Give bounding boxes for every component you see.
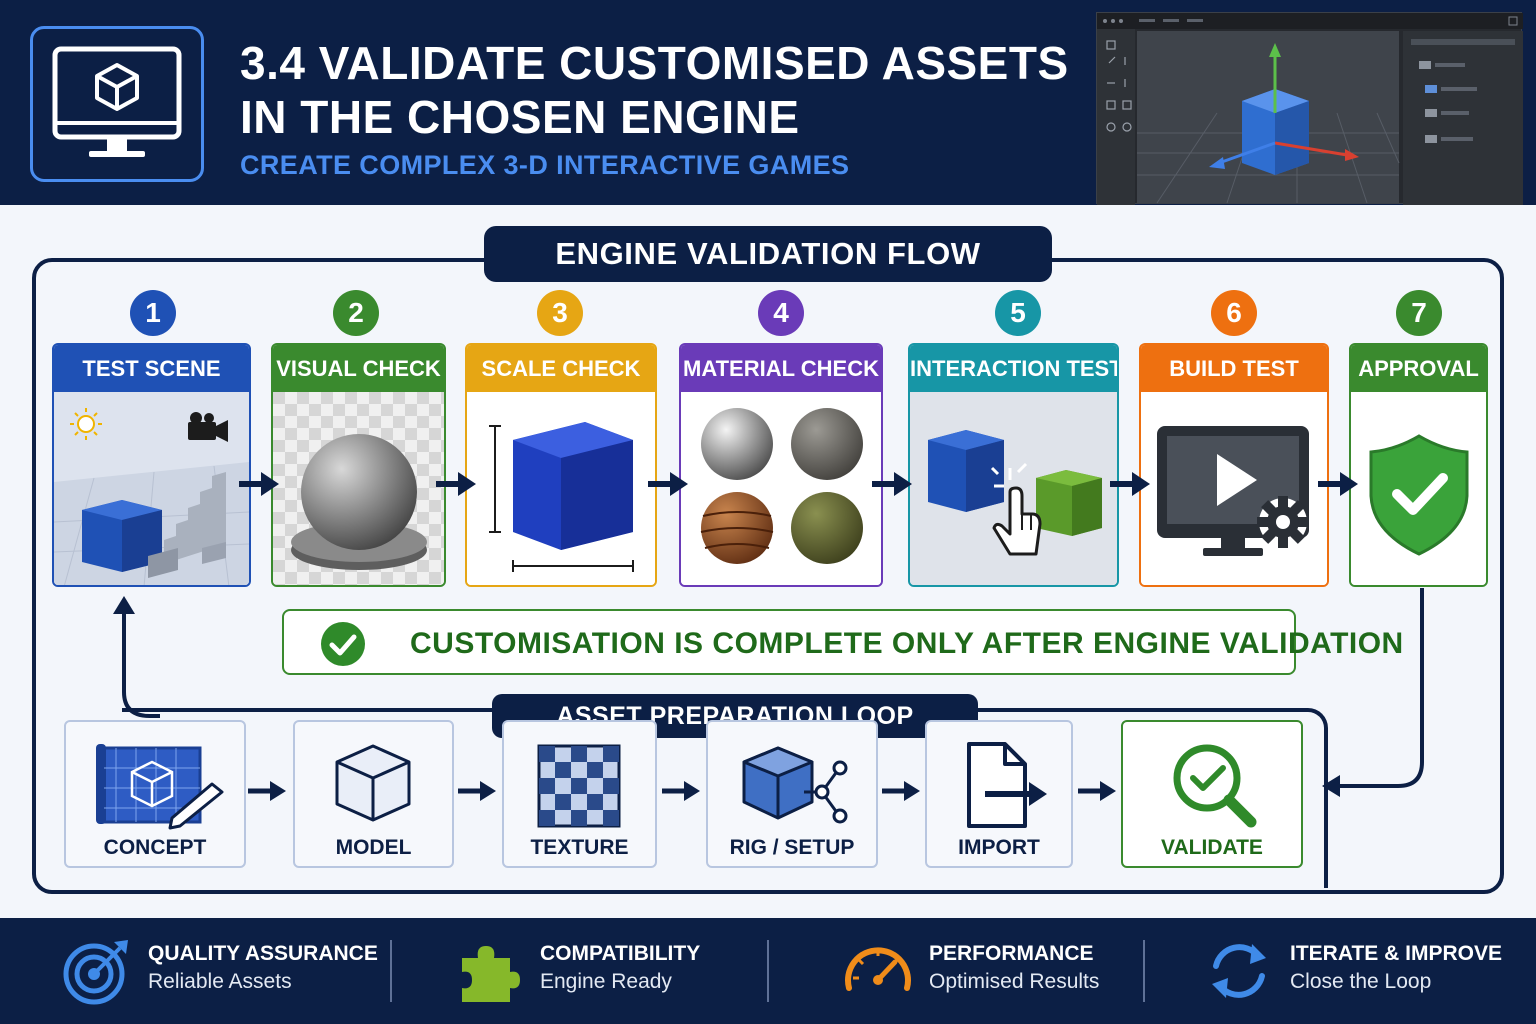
step-label: BUILD TEST xyxy=(1141,345,1327,392)
loop-item-label: CONCEPT xyxy=(103,836,207,859)
check-circle-icon xyxy=(321,622,365,666)
pencil-icon xyxy=(168,782,224,830)
loop-item-model[interactable]: MODEL xyxy=(293,720,454,868)
hand-cursor-icon xyxy=(992,486,1042,556)
step-label: INTERACTION TEST xyxy=(910,345,1117,392)
feature-title: ITERATE & IMPROVE xyxy=(1290,942,1502,965)
loop-arrow xyxy=(662,781,700,801)
feature-quality-assurance: QUALITY ASSURANCE Reliable Assets xyxy=(62,918,382,1024)
step-number-6: 6 xyxy=(1211,290,1257,336)
loop-arrow xyxy=(1078,781,1116,801)
click-sparkle-icon xyxy=(990,462,1028,488)
blueprint-icon xyxy=(96,744,224,830)
shield-check-icon xyxy=(1369,434,1469,556)
page-subtitle: CREATE COMPLEX 3-D INTERACTIVE GAMES xyxy=(240,150,850,180)
step-number-3: 3 xyxy=(537,290,583,336)
loop-item-label: MODEL xyxy=(335,836,412,859)
step-number-1: 1 xyxy=(130,290,176,336)
step-number-5: 5 xyxy=(995,290,1041,336)
loop-arrow xyxy=(458,781,496,801)
loop-arrow xyxy=(248,781,286,801)
step-card-material-check[interactable]: MATERIAL CHECK xyxy=(679,343,883,587)
flow-arrow xyxy=(872,472,912,496)
feature-compatibility: COMPATIBILITY Engine Ready xyxy=(454,918,754,1024)
build-test-illustration xyxy=(1141,392,1327,585)
feature-subtitle: Optimised Results xyxy=(929,970,1100,993)
loop-arrow xyxy=(882,781,920,801)
step-number-2: 2 xyxy=(333,290,379,336)
loop-item-label: IMPORT xyxy=(958,836,1040,859)
completion-notice: CUSTOMISATION IS COMPLETE ONLY AFTER ENG… xyxy=(282,609,1403,675)
loop-item-concept[interactable]: CONCEPT xyxy=(64,720,246,868)
puzzle-icon xyxy=(462,946,520,1002)
target-icon xyxy=(63,940,128,1005)
camera-icon xyxy=(188,412,228,442)
footer-divider xyxy=(390,940,392,1002)
loop-item-rig-setup[interactable]: RIG / SETUP xyxy=(706,720,878,868)
material-check-illustration xyxy=(681,392,881,585)
rig-cube-icon xyxy=(742,746,848,824)
monitor-cube-icon xyxy=(30,26,204,182)
step-card-test-scene[interactable]: TEST SCENE xyxy=(52,343,251,587)
sun-icon xyxy=(70,408,102,440)
scale-check-illustration xyxy=(467,392,655,585)
import-file-icon xyxy=(967,742,1047,828)
feature-title: PERFORMANCE xyxy=(929,942,1094,965)
loop-item-label: TEXTURE xyxy=(530,836,629,859)
completion-notice-text: CUSTOMISATION IS COMPLETE ONLY AFTER ENG… xyxy=(410,627,1404,660)
step-card-visual-check[interactable]: VISUAL CHECK xyxy=(271,343,446,587)
footer: QUALITY ASSURANCE Reliable Assets COMPAT… xyxy=(0,918,1536,1024)
wireframe-cube-icon xyxy=(335,744,411,822)
visual-check-illustration xyxy=(273,392,444,585)
step-card-interaction-test[interactable]: INTERACTION TEST xyxy=(908,343,1119,587)
step-label: VISUAL CHECK xyxy=(273,345,444,392)
engine-editor-screenshot xyxy=(1096,12,1523,205)
footer-divider xyxy=(1143,940,1145,1002)
step-label: SCALE CHECK xyxy=(467,345,655,392)
gauge-icon xyxy=(845,947,911,991)
loop-item-import[interactable]: IMPORT xyxy=(925,720,1073,868)
flow-arrow xyxy=(239,472,279,496)
feature-subtitle: Engine Ready xyxy=(540,970,672,993)
step-card-scale-check[interactable]: SCALE CHECK xyxy=(465,343,657,587)
magnifier-check-icon xyxy=(1173,744,1257,828)
page-title: 3.4 Validate Customised Assets in the Ch… xyxy=(240,37,1069,143)
feature-subtitle: Close the Loop xyxy=(1290,970,1432,993)
loop-item-label: RIG / SETUP xyxy=(729,836,855,859)
interaction-test-illustration xyxy=(910,392,1117,585)
footer-divider xyxy=(767,940,769,1002)
feature-subtitle: Reliable Assets xyxy=(148,970,292,993)
cycle-arrows-icon xyxy=(1212,944,1266,998)
step-number-7: 7 xyxy=(1396,290,1442,336)
flow-arrow xyxy=(1110,472,1150,496)
step-label: APPROVAL xyxy=(1351,345,1486,392)
flow-arrow xyxy=(1318,472,1358,496)
flow-arrow xyxy=(436,472,476,496)
step-card-build-test[interactable]: BUILD TEST xyxy=(1139,343,1329,587)
feature-performance: PERFORMANCE Optimised Results xyxy=(843,918,1143,1024)
gear-icon xyxy=(1257,496,1309,548)
step-label: MATERIAL CHECK xyxy=(681,345,881,392)
loop-item-validate[interactable]: VALIDATE xyxy=(1121,720,1303,868)
loop-item-texture[interactable]: TEXTURE xyxy=(502,720,657,868)
step-card-approval[interactable]: APPROVAL xyxy=(1349,343,1488,587)
step-number-4: 4 xyxy=(758,290,804,336)
loop-item-label: VALIDATE xyxy=(1161,836,1263,859)
flow-arrow xyxy=(648,472,688,496)
approval-illustration xyxy=(1351,392,1486,585)
header: 3.4 Validate Customised Assets in the Ch… xyxy=(0,0,1536,205)
feature-iterate-improve: ITERATE & IMPROVE Close the Loop xyxy=(1204,918,1504,1024)
step-label: TEST SCENE xyxy=(54,345,249,392)
test-scene-illustration xyxy=(54,392,249,585)
feature-title: COMPATIBILITY xyxy=(540,942,701,965)
flow-title: ENGINE VALIDATION FLOW xyxy=(484,226,1052,282)
checker-texture-icon xyxy=(537,744,621,828)
feature-title: QUALITY ASSURANCE xyxy=(148,942,378,965)
